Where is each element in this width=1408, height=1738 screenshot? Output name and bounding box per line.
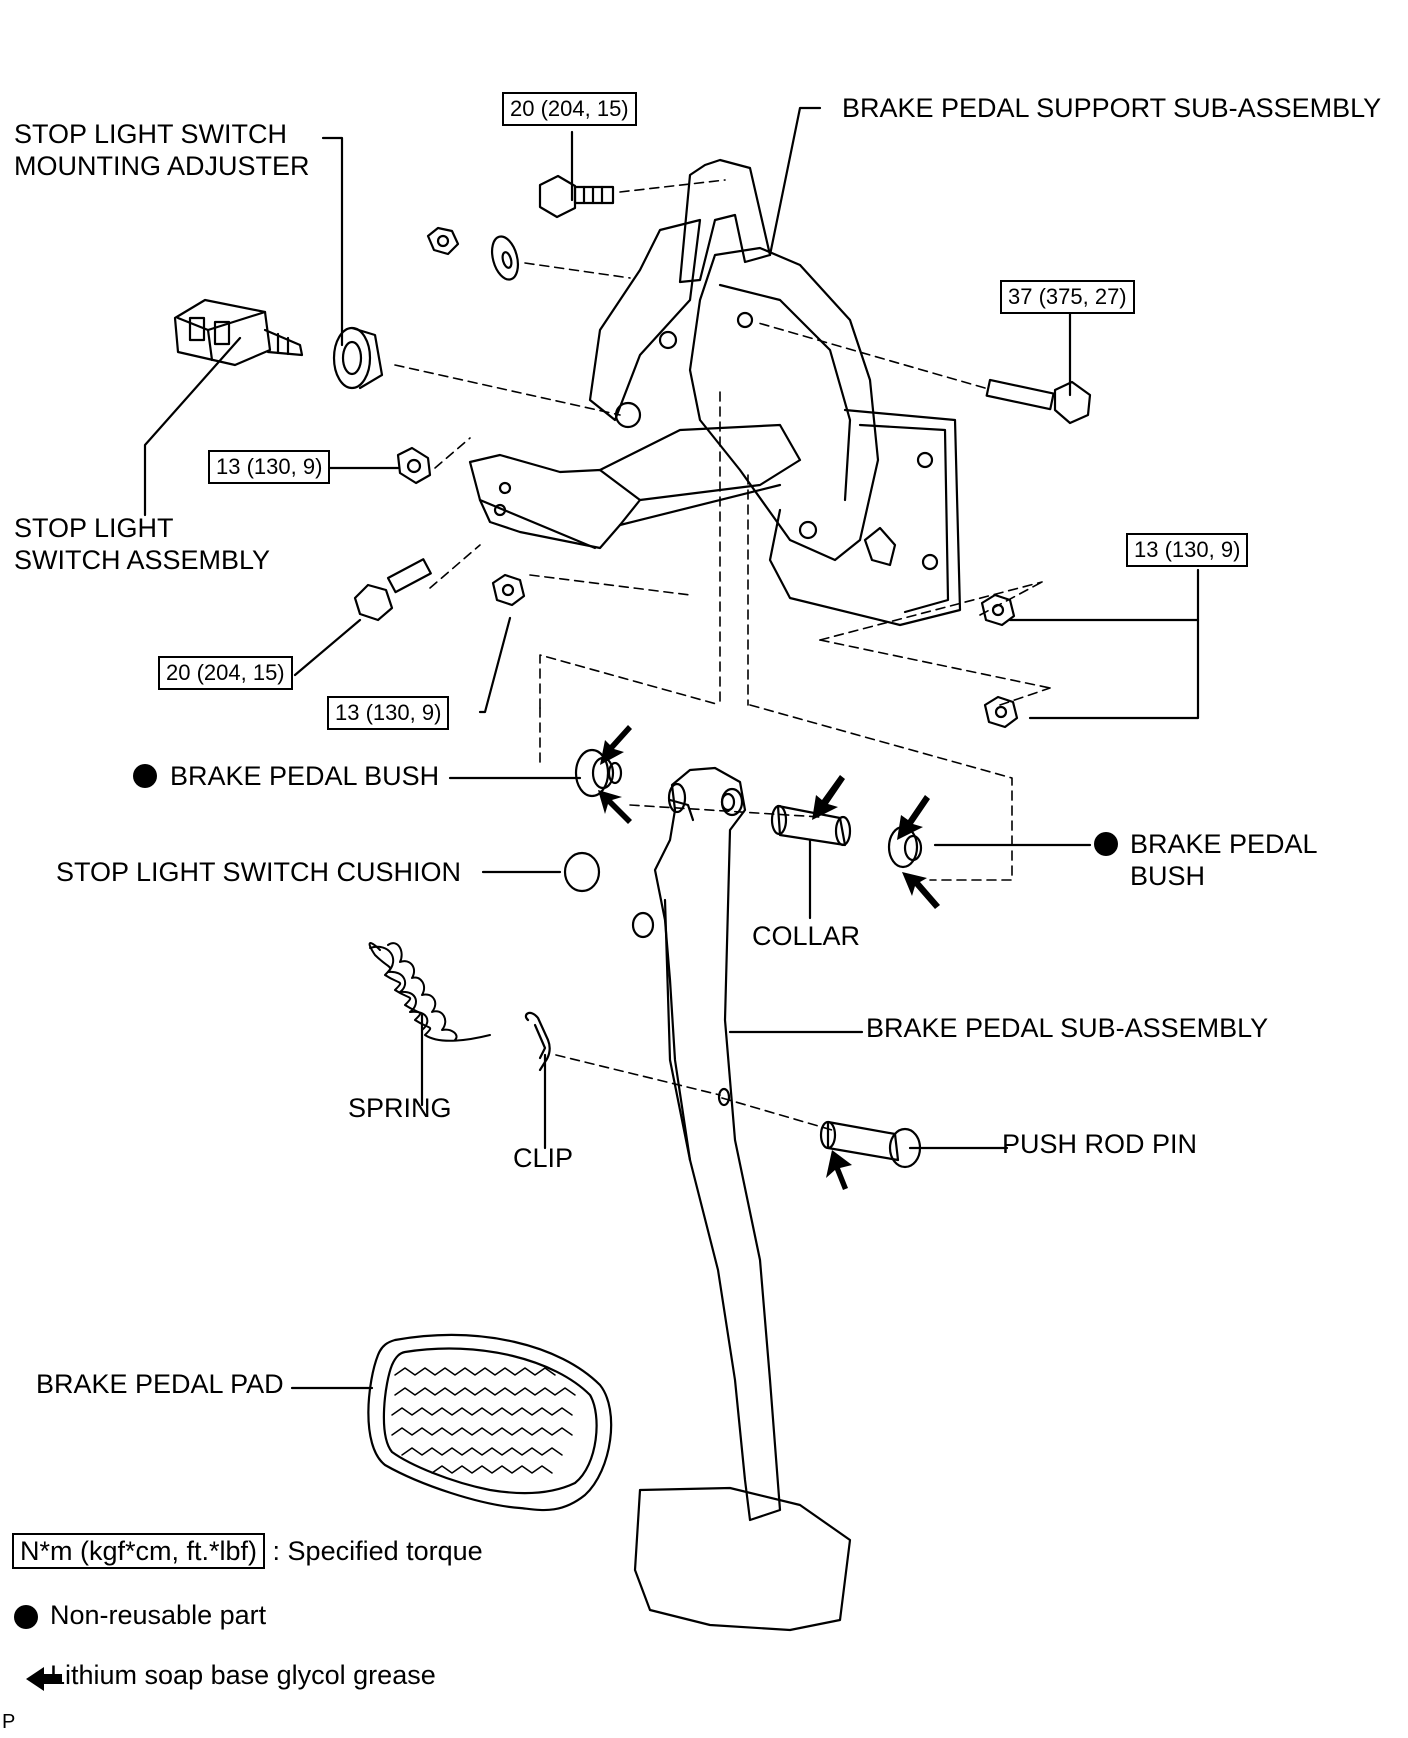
right-nut-lower-part (983, 695, 1019, 729)
cushion-label: STOP LIGHT SWITCH CUSHION (56, 857, 462, 887)
long-bolt-part (985, 378, 1092, 425)
grease-arrow-icon (812, 775, 845, 820)
torque-lower-nut: 13 (130, 9) (327, 696, 450, 730)
top-bolt-part (538, 174, 615, 219)
pedal-arm-part (653, 766, 782, 1522)
torque-long-bolt: 37 (375, 27) (1000, 280, 1135, 314)
legend-torque-box: N*m (kgf*cm, ft.*lbf) (12, 1533, 266, 1569)
pedal-support-part (468, 158, 962, 627)
collar-part (770, 804, 852, 847)
grease-arrow-icon (826, 1150, 852, 1190)
upper-nut-part (396, 446, 432, 485)
grease-arrows (26, 725, 940, 1691)
washer-part (490, 235, 520, 281)
grease-arrow-icon (600, 725, 632, 765)
support-label: BRAKE PEDAL SUPPORT SUB-ASSEMBLY (842, 93, 1382, 123)
lower-bolt-part (353, 558, 432, 622)
clip-label: CLIP (513, 1143, 574, 1173)
switch-assembly-label: STOP LIGHT SWITCH ASSEMBLY (14, 513, 271, 575)
legend-torque: N*m (kgf*cm, ft.*lbf) : Specified torque (12, 1533, 483, 1569)
legend-nonreusable-dot-icon (14, 1605, 38, 1629)
bush-left-label: BRAKE PEDAL BUSH (170, 761, 440, 791)
pedal-pad-part (367, 1333, 613, 1512)
cushion-part (563, 851, 655, 939)
push-rod-pin-label: PUSH ROD PIN (1002, 1129, 1198, 1159)
torque-right-nuts: 13 (130, 9) (1126, 533, 1249, 567)
legend-nonreusable: Non-reusable part (50, 1600, 267, 1630)
adjuster-label: STOP LIGHT SWITCH MOUNTING ADJUSTER (14, 119, 310, 181)
bush-right-label: BRAKE PEDAL BUSH (1130, 829, 1318, 891)
nonreusable-dot-icon (1094, 832, 1118, 856)
torque-upper-nut: 13 (130, 9) (208, 450, 331, 484)
clip-part (524, 1011, 551, 1072)
legend-torque-text: : Specified torque (272, 1536, 483, 1566)
push-rod-pin-part (819, 1120, 922, 1169)
torque-lower-bolt: 20 (204, 15) (158, 656, 293, 690)
alignment-lines (394, 179, 1051, 1131)
nonreusable-dot-icon (133, 764, 157, 788)
grease-arrow-icon (897, 795, 930, 840)
torque-top-bolt: 20 (204, 15) (502, 92, 637, 126)
switch-assembly-part (173, 298, 304, 367)
grease-arrow-icon (598, 790, 632, 824)
lower-nut-part (491, 573, 526, 607)
collar-label: COLLAR (752, 921, 861, 951)
right-nut-upper-part (980, 593, 1016, 627)
adjuster-part (332, 326, 384, 390)
corner-mark: P (2, 1711, 16, 1733)
legend-grease: Lithium soap base glycol grease (50, 1660, 436, 1690)
pedal-foot-part (633, 1486, 852, 1632)
pad-label: BRAKE PEDAL PAD (36, 1369, 284, 1399)
pedal-label: BRAKE PEDAL SUB-ASSEMBLY (866, 1013, 1269, 1043)
grease-arrow-icon (902, 872, 940, 909)
legend-grease-arrow-icon (26, 1667, 62, 1691)
top-nut-part (426, 226, 460, 256)
spring-part (368, 942, 491, 1042)
spring-label: SPRING (348, 1093, 452, 1123)
